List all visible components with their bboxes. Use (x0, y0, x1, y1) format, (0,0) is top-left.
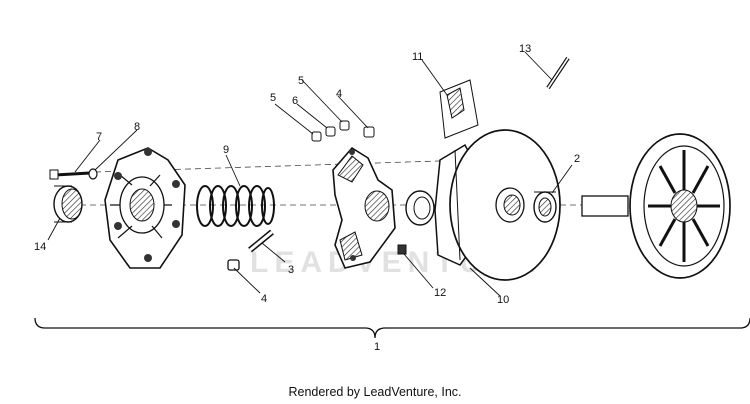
part-spider (332, 146, 396, 269)
part-movable-sheave (434, 129, 561, 281)
callout-9: 9 (223, 144, 229, 156)
assembly-bracket (34, 317, 750, 339)
part-roller-lower (227, 259, 240, 271)
callout-2: 2 (574, 153, 580, 165)
callout-10: 10 (497, 294, 509, 306)
part-washer-a (325, 126, 336, 137)
part-pin (248, 229, 274, 253)
leader-lines (47, 51, 573, 297)
part-long-bolt (546, 56, 570, 90)
callout-14: 14 (34, 241, 46, 253)
callout-5-lower: 5 (270, 92, 276, 104)
part-rivet-a (311, 131, 322, 142)
part-roller-upper (363, 126, 375, 138)
callout-8: 8 (134, 121, 140, 133)
callout-4-upper: 4 (336, 88, 342, 100)
callout-7: 7 (96, 131, 102, 143)
part-washer (88, 168, 98, 180)
part-spring (196, 185, 275, 227)
part-set-screw (397, 244, 407, 255)
footer-credit: Rendered by LeadVenture, Inc. (288, 385, 462, 399)
callout-6: 6 (292, 95, 298, 107)
callout-12: 12 (434, 287, 446, 299)
part-fixed-sheave (581, 133, 731, 279)
part-thrust-washer (405, 190, 435, 226)
part-sheave-bushing (533, 191, 557, 223)
part-cam-weight (439, 79, 479, 139)
callout-13: 13 (519, 43, 531, 55)
callout-3: 3 (288, 264, 294, 276)
part-bushing (53, 185, 83, 223)
part-bolt (49, 169, 91, 180)
callout-5-upper: 5 (298, 75, 304, 87)
part-rivet-b (339, 120, 350, 131)
callout-11: 11 (412, 51, 423, 63)
callout-4-lower: 4 (261, 293, 267, 305)
callout-1: 1 (374, 341, 380, 353)
part-cover-plate (104, 147, 186, 269)
